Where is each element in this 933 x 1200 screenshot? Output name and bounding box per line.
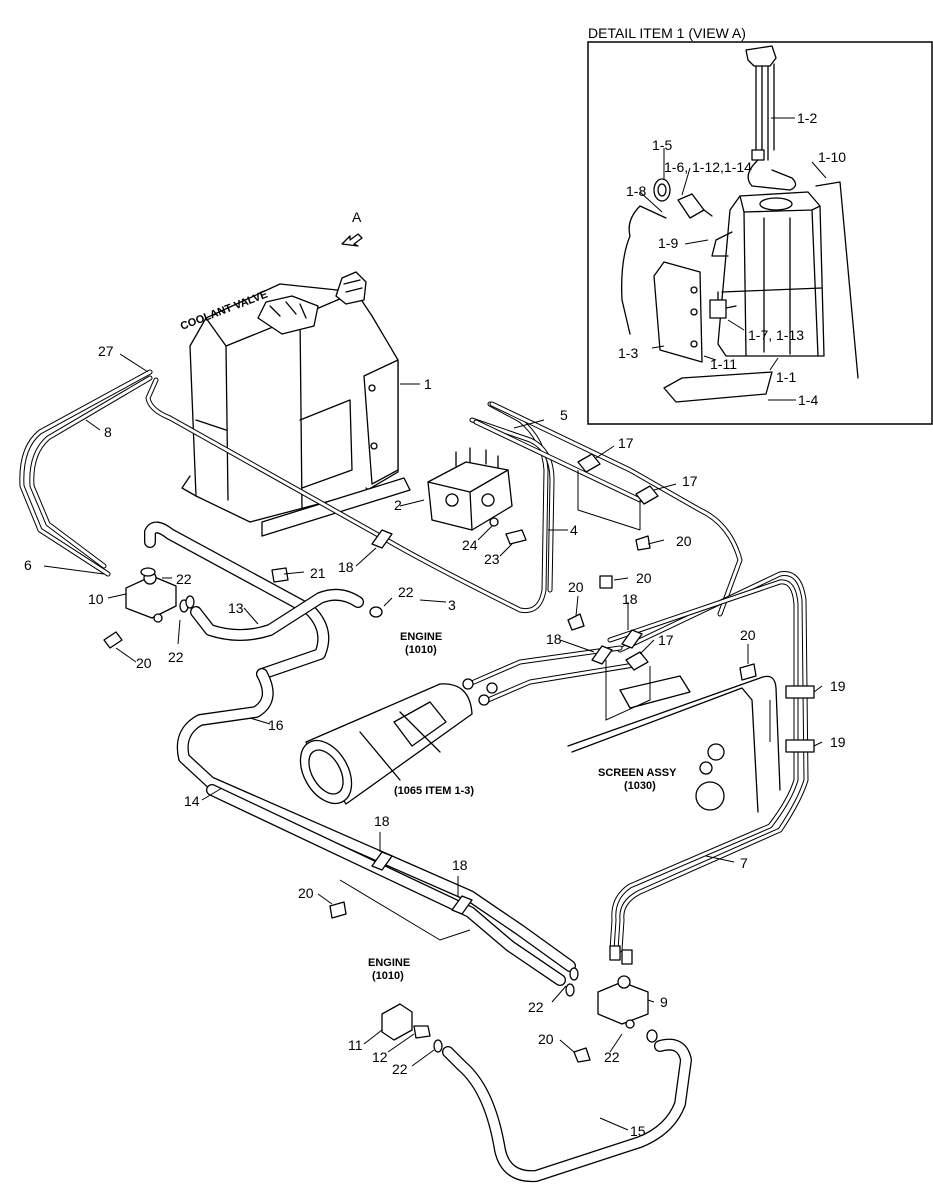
engine-label-top-2: (1010) bbox=[405, 644, 437, 656]
callout-11: 11 bbox=[348, 1037, 363, 1053]
callout-1-9: 1-9 bbox=[658, 235, 678, 251]
view-a-label: A bbox=[352, 209, 362, 225]
screen-assy bbox=[567, 675, 781, 813]
callout-7: 7 bbox=[740, 855, 748, 871]
callout-22-f: 22 bbox=[392, 1061, 408, 1077]
callout-19-a: 19 bbox=[830, 678, 846, 694]
detail-tank bbox=[711, 191, 825, 357]
leader-lines bbox=[43, 353, 823, 1131]
callout-4: 4 bbox=[570, 522, 578, 538]
detail-valve bbox=[709, 291, 737, 319]
callout-1-3: 1-3 bbox=[618, 345, 638, 361]
callout-20-b: 20 bbox=[136, 655, 152, 671]
view-a-marker: A bbox=[341, 209, 363, 247]
callout-27: 27 bbox=[98, 343, 114, 359]
callout-16: 16 bbox=[268, 717, 284, 733]
callout-24: 24 bbox=[462, 537, 478, 553]
callout-12: 12 bbox=[372, 1049, 388, 1065]
callout-18-a: 18 bbox=[338, 559, 354, 575]
callout-6: 6 bbox=[24, 557, 32, 573]
engine-label-bottom-1: ENGINE bbox=[368, 957, 410, 969]
detail-item-1-box: DETAIL ITEM 1 (VIEW A) bbox=[587, 25, 933, 425]
screen-label-1: SCREEN ASSY bbox=[598, 767, 677, 779]
callout-1-5: 1-5 bbox=[652, 137, 672, 153]
callout-20-e: 20 bbox=[740, 627, 756, 643]
callout-17-a: 17 bbox=[618, 435, 634, 451]
callout-21: 21 bbox=[310, 565, 326, 581]
detail-title: DETAIL ITEM 1 (VIEW A) bbox=[588, 25, 746, 41]
callout-22-e: 22 bbox=[604, 1049, 620, 1065]
callout-17-c: 17 bbox=[658, 632, 674, 648]
callout-13: 13 bbox=[228, 600, 244, 616]
callout-1-7: 1-7, 1-13 bbox=[748, 327, 804, 343]
callout-18-c: 18 bbox=[546, 631, 562, 647]
callout-17-b: 17 bbox=[682, 473, 698, 489]
filler-cap bbox=[653, 178, 713, 219]
sender-cable bbox=[745, 45, 797, 191]
callout-1-6: 1-6, 1-12,1-14 bbox=[664, 159, 752, 175]
callout-19-b: 19 bbox=[830, 734, 846, 750]
cylinder-1065 bbox=[299, 683, 473, 805]
callout-1-2: 1-2 bbox=[797, 110, 817, 126]
callout-14: 14 bbox=[184, 793, 200, 809]
callout-20-d: 20 bbox=[636, 570, 652, 586]
callout-20-c: 20 bbox=[568, 579, 584, 595]
valve-assembly bbox=[427, 447, 513, 531]
callout-22-d: 22 bbox=[528, 999, 544, 1015]
callout-1: 1 bbox=[424, 376, 432, 392]
callout-18-e: 18 bbox=[452, 857, 468, 873]
callout-3: 3 bbox=[448, 597, 456, 613]
engine-label-bottom-2: (1010) bbox=[372, 970, 404, 982]
screen-label-2: (1030) bbox=[624, 780, 656, 792]
cylinder-label: (1065 ITEM 1-3) bbox=[394, 785, 474, 797]
callout-18-d: 18 bbox=[374, 813, 390, 829]
callout-10: 10 bbox=[88, 591, 104, 607]
callout-9: 9 bbox=[660, 994, 668, 1010]
callout-1-1: 1-1 bbox=[776, 369, 796, 385]
callout-20-a: 20 bbox=[676, 533, 692, 549]
callout-22-a: 22 bbox=[176, 571, 192, 587]
callout-22-c: 22 bbox=[398, 584, 414, 600]
callout-15: 15 bbox=[630, 1123, 646, 1139]
callout-2: 2 bbox=[394, 497, 402, 513]
callout-22-b: 22 bbox=[168, 649, 184, 665]
callout-5: 5 bbox=[560, 407, 568, 423]
engine-label-top-1: ENGINE bbox=[400, 631, 442, 643]
hose-set bbox=[144, 521, 692, 1183]
callout-20-f: 20 bbox=[298, 885, 314, 901]
fittings bbox=[103, 453, 815, 1063]
callout-1-11: 1-11 bbox=[710, 356, 737, 372]
callout-1-4: 1-4 bbox=[798, 392, 818, 408]
callout-1-10: 1-10 bbox=[818, 149, 846, 165]
main-tank bbox=[181, 271, 411, 537]
pipe-set-upper bbox=[19, 369, 809, 953]
callout-8: 8 bbox=[104, 424, 112, 440]
callout-1-8: 1-8 bbox=[626, 183, 646, 199]
callout-23: 23 bbox=[484, 551, 500, 567]
callout-18-b: 18 bbox=[622, 591, 638, 607]
callout-20-g: 20 bbox=[538, 1031, 554, 1047]
detail-bracket bbox=[653, 261, 703, 363]
